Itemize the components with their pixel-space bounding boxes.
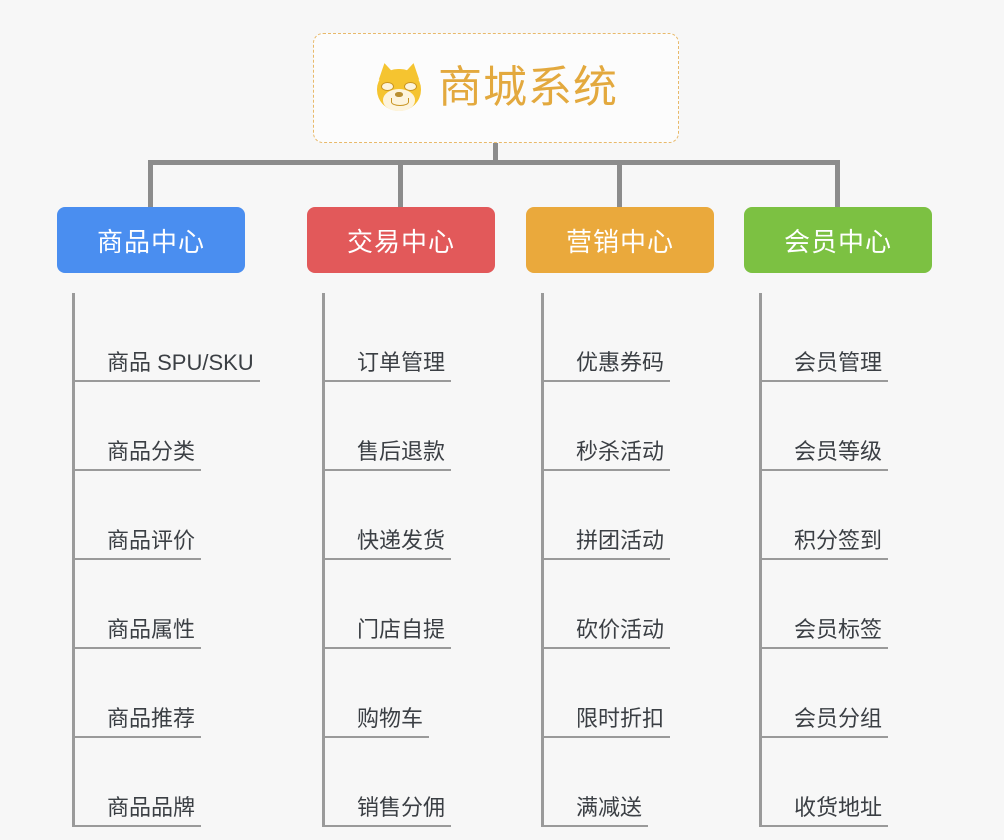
leaf-label: 积分签到: [762, 529, 889, 560]
leaf-list-trade-center: 订单管理 售后退款 快递发货 门店自提 购物车 销售分佣: [322, 293, 495, 827]
connector-drop-1: [148, 160, 153, 208]
list-item[interactable]: 商品评价: [75, 471, 245, 560]
list-item[interactable]: 拼团活动: [544, 471, 714, 560]
leaf-label: 商品品牌: [75, 796, 202, 827]
leaf-label: 拼团活动: [544, 529, 671, 560]
list-item[interactable]: 收货地址: [762, 738, 932, 827]
category-label: 交易中心: [346, 226, 455, 257]
category-header-trade-center[interactable]: 交易中心: [307, 207, 495, 273]
category-label: 商品中心: [96, 226, 205, 257]
leaf-list-marketing-center: 优惠券码 秒杀活动 拼团活动 砍价活动 限时折扣 满减送: [541, 293, 714, 827]
list-item[interactable]: 会员等级: [762, 382, 932, 471]
list-item[interactable]: 会员分组: [762, 649, 932, 738]
connector-drop-4: [835, 160, 840, 208]
leaf-label: 商品评价: [75, 529, 202, 560]
leaf-label: 商品属性: [75, 618, 202, 649]
branch-product-center: 商品中心 商品 SPU/SKU 商品分类 商品评价 商品属性 商品推荐 商品品牌: [57, 207, 260, 827]
leaf-label: 会员标签: [762, 618, 889, 649]
category-label: 会员中心: [783, 226, 892, 257]
leaf-label: 门店自提: [325, 618, 452, 649]
leaf-label: 商品推荐: [75, 707, 202, 738]
leaf-list-member-center: 会员管理 会员等级 积分签到 会员标签 会员分组 收货地址: [759, 293, 932, 827]
leaf-label: 会员管理: [762, 351, 889, 382]
list-item[interactable]: 商品品牌: [75, 738, 245, 827]
leaf-label: 会员等级: [762, 440, 889, 471]
root-node[interactable]: 商城系统: [313, 33, 679, 143]
list-item[interactable]: 积分签到: [762, 471, 932, 560]
list-item[interactable]: 优惠券码: [544, 293, 714, 382]
list-item[interactable]: 订单管理: [325, 293, 495, 382]
list-item[interactable]: 会员标签: [762, 560, 932, 649]
leaf-label: 售后退款: [325, 440, 452, 471]
branch-marketing-center: 营销中心 优惠券码 秒杀活动 拼团活动 砍价活动 限时折扣 满减送: [526, 207, 714, 827]
shiba-inu-emoji: [374, 61, 424, 113]
leaf-label: 优惠券码: [544, 351, 671, 382]
leaf-label: 秒杀活动: [544, 440, 671, 471]
leaf-label: 会员分组: [762, 707, 889, 738]
list-item[interactable]: 商品属性: [75, 560, 245, 649]
leaf-label: 限时折扣: [544, 707, 671, 738]
root-title: 商城系统: [438, 63, 618, 112]
list-item[interactable]: 商品推荐: [75, 649, 245, 738]
leaf-label: 商品 SPU/SKU: [75, 351, 260, 382]
leaf-label: 收货地址: [762, 796, 889, 827]
connector-horizontal-bar: [148, 160, 840, 165]
list-item[interactable]: 门店自提: [325, 560, 495, 649]
connector-root-stem: [493, 143, 498, 164]
list-item[interactable]: 购物车: [325, 649, 495, 738]
leaf-label: 购物车: [325, 707, 430, 738]
list-item[interactable]: 限时折扣: [544, 649, 714, 738]
list-item[interactable]: 销售分佣: [325, 738, 495, 827]
list-item[interactable]: 售后退款: [325, 382, 495, 471]
list-item[interactable]: 满减送: [544, 738, 714, 827]
list-item[interactable]: 会员管理: [762, 293, 932, 382]
leaf-label: 商品分类: [75, 440, 202, 471]
list-item[interactable]: 秒杀活动: [544, 382, 714, 471]
leaf-label: 订单管理: [325, 351, 452, 382]
leaf-list-product-center: 商品 SPU/SKU 商品分类 商品评价 商品属性 商品推荐 商品品牌: [72, 293, 260, 827]
category-header-product-center[interactable]: 商品中心: [57, 207, 245, 273]
category-header-marketing-center[interactable]: 营销中心: [526, 207, 714, 273]
leaf-label: 销售分佣: [325, 796, 452, 827]
category-header-member-center[interactable]: 会员中心: [744, 207, 932, 273]
list-item[interactable]: 快递发货: [325, 471, 495, 560]
branch-member-center: 会员中心 会员管理 会员等级 积分签到 会员标签 会员分组 收货地址: [744, 207, 932, 827]
list-item[interactable]: 商品 SPU/SKU: [75, 293, 260, 382]
list-item[interactable]: 砍价活动: [544, 560, 714, 649]
list-item[interactable]: 商品分类: [75, 382, 245, 471]
leaf-label: 砍价活动: [544, 618, 671, 649]
leaf-label: 满减送: [544, 796, 649, 827]
category-label: 营销中心: [565, 226, 674, 257]
connector-drop-3: [617, 160, 622, 208]
connector-drop-2: [398, 160, 403, 208]
branch-trade-center: 交易中心 订单管理 售后退款 快递发货 门店自提 购物车 销售分佣: [307, 207, 495, 827]
leaf-label: 快递发货: [325, 529, 452, 560]
